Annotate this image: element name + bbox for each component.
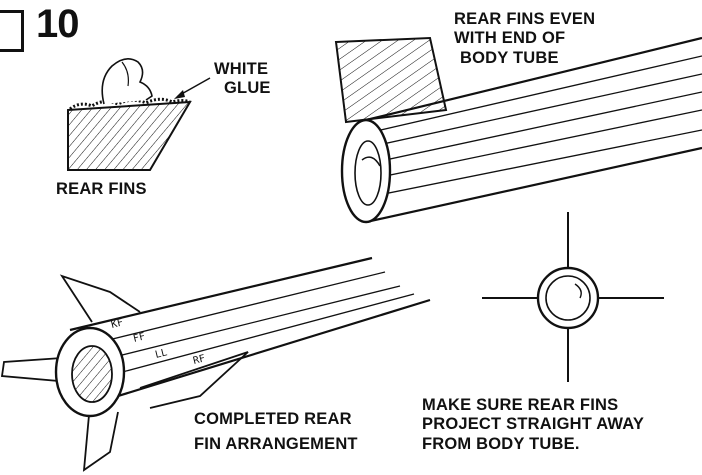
rear-fins-even-line3: BODY TUBE <box>460 48 559 67</box>
end-view-tube <box>536 266 600 330</box>
make-sure-line3: FROM BODY TUBE. <box>422 434 580 453</box>
completed-line2: FIN ARRANGEMENT <box>194 435 358 454</box>
tube-end <box>340 118 392 224</box>
fin-mark-rf: RF <box>192 353 206 367</box>
rocket-body-tube <box>69 256 431 406</box>
white-glue-label: WHITE GLUE <box>214 60 271 99</box>
completed-arrangement-label: COMPLETED REAR FIN ARRANGEMENT <box>194 410 358 455</box>
rear-fins-even-line2: WITH END OF <box>454 29 566 48</box>
make-sure-line1: MAKE SURE REAR FINS <box>422 396 619 414</box>
rear-fins-even-line1: REAR FINS EVEN <box>454 10 596 28</box>
finger-icon <box>101 58 153 105</box>
step-number: 10 <box>36 2 79 46</box>
rear-fin-shape <box>67 100 192 171</box>
fin-mark-ff: FF <box>132 331 146 345</box>
body-tube-panel <box>334 36 702 224</box>
body-tube <box>365 36 702 224</box>
rocket-fin-right <box>139 351 249 409</box>
end-view-panel <box>482 212 664 382</box>
rocket-fin-left <box>0 357 71 383</box>
rocket-fin-bottom <box>82 403 119 472</box>
fin-on-tube <box>334 36 448 124</box>
white-glue-line2: GLUE <box>224 79 271 98</box>
white-glue-line1: WHITE <box>214 60 269 78</box>
step-checkbox[interactable] <box>0 10 24 52</box>
glue-fin-panel <box>67 58 211 171</box>
fin-mark-ll: LL <box>154 347 168 361</box>
make-sure-label: MAKE SURE REAR FINS PROJECT STRAIGHT AWA… <box>422 396 644 454</box>
rear-fins-even-label: REAR FINS EVEN WITH END OF BODY TUBE <box>454 10 595 68</box>
completed-line1: COMPLETED REAR <box>194 410 352 428</box>
completed-rocket-panel: KF FF LL RF <box>0 256 431 472</box>
rocket-fin-top <box>59 274 141 323</box>
make-sure-line2: PROJECT STRAIGHT AWAY <box>422 415 645 434</box>
rear-fins-label: REAR FINS <box>56 180 147 198</box>
fin-mark-kf: KF <box>110 317 124 331</box>
